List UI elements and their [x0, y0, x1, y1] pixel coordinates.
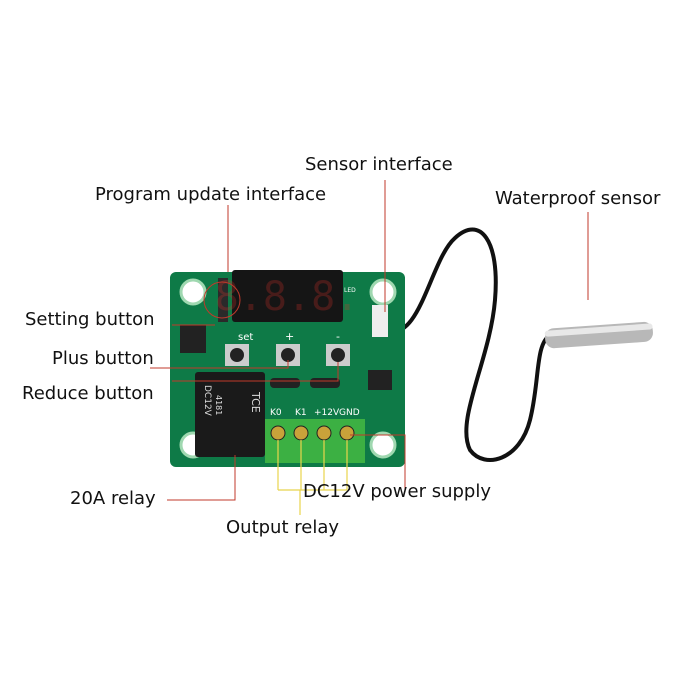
svg-text:K1: K1 — [295, 408, 307, 418]
relay — [195, 372, 265, 457]
label-sensor-interface: Sensor interface — [305, 154, 453, 175]
label-reduce-button: Reduce button — [22, 383, 154, 404]
terminal-block — [265, 419, 365, 463]
svg-text:DC12V: DC12V — [202, 385, 212, 417]
plus-label: + — [285, 330, 294, 343]
minus-label: - — [336, 330, 340, 343]
minus-button — [331, 348, 345, 362]
label-program-update-interface: Program update interface — [95, 184, 327, 205]
label-waterproof-sensor: Waterproof sensor — [495, 188, 661, 209]
svg-text:LED: LED — [344, 287, 356, 294]
label-dc12v-power-supply: DC12V power supply — [303, 481, 492, 502]
label-setting-button: Setting button — [25, 309, 155, 330]
svg-text:TCE: TCE — [249, 391, 262, 413]
led-display — [232, 270, 343, 322]
svg-text:+12V: +12V — [314, 408, 340, 418]
set-label: set — [238, 332, 253, 343]
label-20a-relay: 20A relay — [70, 488, 156, 509]
svg-text:4181: 4181 — [214, 395, 223, 415]
svg-text:K0: K0 — [270, 408, 282, 418]
leader-lines — [150, 180, 589, 501]
label-plus-button: Plus button — [52, 348, 154, 369]
set-button — [230, 348, 244, 362]
svg-text:GND: GND — [339, 408, 360, 418]
program-header — [218, 278, 228, 322]
sensor-connector — [372, 305, 388, 337]
pcb-board: 8.8.8. set + - LED TCE DC12V 4181 K0 K1 … — [170, 270, 405, 467]
temperature-probe — [544, 321, 653, 349]
display-digits: 8.8.8. — [215, 274, 360, 320]
plus-button — [281, 348, 295, 362]
label-output-relay: Output relay — [226, 517, 340, 538]
sensor-cable — [384, 227, 552, 462]
